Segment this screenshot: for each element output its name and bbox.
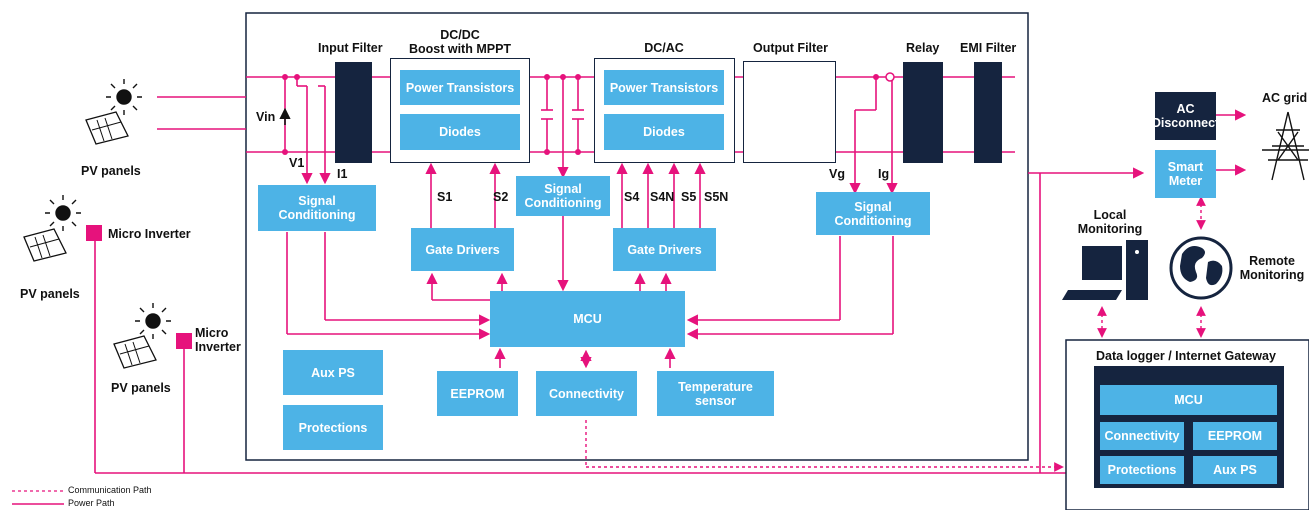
power-transistors-2: Power Transistors — [604, 70, 724, 105]
sun-icon-3 — [135, 303, 171, 339]
ac-grid-label: AC grid — [1262, 91, 1308, 105]
temperature-sensor-block: Temperature sensor — [657, 371, 774, 416]
power-tower-icon — [1262, 111, 1309, 181]
s5n-label: S5N — [704, 190, 729, 204]
power-transistors-1: Power Transistors — [400, 70, 520, 105]
input-filter-block — [335, 62, 372, 163]
output-filter-label: Output Filter — [753, 41, 828, 55]
remote-monitoring-label: Remote Monitoring — [1239, 254, 1305, 282]
globe-icon — [1169, 236, 1233, 300]
s4-label: S4 — [624, 190, 640, 204]
micro-inverter-1-icon — [86, 225, 102, 241]
legend-power: Power Path — [68, 498, 115, 508]
output-filter-block — [743, 61, 836, 163]
micro-inverter-label-2: Micro Inverter — [195, 326, 241, 354]
i1-label: I1 — [337, 167, 348, 181]
pv-panels-label-2: PV panels — [20, 287, 80, 301]
relay-label: Relay — [906, 41, 940, 55]
input-filter-label: Input Filter — [318, 41, 383, 55]
gateway-eeprom: EEPROM — [1193, 422, 1277, 450]
legend-communication: Communication Path — [68, 485, 152, 495]
s5-label: S5 — [681, 190, 697, 204]
micro-inverter-2-icon — [176, 333, 192, 349]
connectivity-block: Connectivity — [536, 371, 637, 416]
computer-icon — [1062, 240, 1148, 300]
s2-label: S2 — [493, 190, 509, 204]
v1-label: V1 — [289, 156, 305, 170]
signal-conditioning-left: Signal Conditioning — [258, 185, 376, 231]
s1-label: S1 — [437, 190, 453, 204]
sun-icon-1 — [106, 79, 142, 115]
signal-conditioning-mid: Signal Conditioning — [516, 176, 610, 216]
protections-block: Protections — [283, 405, 383, 450]
gate-drivers-left: Gate Drivers — [411, 228, 514, 271]
gateway-aux-ps: Aux PS — [1193, 456, 1277, 484]
aux-ps-block: Aux PS — [283, 350, 383, 395]
vin-label: Vin — [256, 110, 276, 124]
dcdc-title: DC/DC Boost with MPPT — [408, 28, 512, 56]
gateway-protections: Protections — [1100, 456, 1184, 484]
gateway-connectivity: Connectivity — [1100, 422, 1184, 450]
smart-meter-block: Smart Meter — [1155, 150, 1216, 198]
relay-block — [903, 62, 943, 163]
micro-inverter-label-1: Micro Inverter — [108, 227, 191, 241]
pv-panels-label-3: PV panels — [111, 381, 171, 395]
signal-conditioning-right: Signal Conditioning — [816, 192, 930, 235]
eeprom-block: EEPROM — [437, 371, 518, 416]
ig-label: Ig — [878, 167, 890, 181]
solar-panel-icon-1 — [85, 111, 129, 145]
gateway-title: Data logger / Internet Gateway — [1096, 349, 1276, 363]
diodes-1: Diodes — [400, 114, 520, 150]
ac-disconnect-block: AC Disconnect — [1152, 92, 1219, 140]
solar-panel-icon-3 — [113, 335, 157, 369]
inverter-frame — [245, 12, 1029, 461]
s4n-label: S4N — [650, 190, 675, 204]
emi-filter-label: EMI Filter — [960, 41, 1017, 55]
mcu-block: MCU — [490, 291, 685, 347]
dcac-title: DC/AC — [644, 41, 684, 55]
pv-panels-label-1: PV panels — [81, 164, 141, 178]
gate-drivers-right: Gate Drivers — [613, 228, 716, 271]
sun-icon-2 — [45, 195, 81, 231]
gateway-mcu: MCU — [1100, 385, 1277, 415]
diodes-2: Diodes — [604, 114, 724, 150]
emi-filter-block — [974, 62, 1002, 163]
local-monitoring-label: Local Monitoring — [1077, 208, 1143, 236]
solar-panel-icon-2 — [23, 228, 67, 262]
vg-label: Vg — [829, 167, 845, 181]
